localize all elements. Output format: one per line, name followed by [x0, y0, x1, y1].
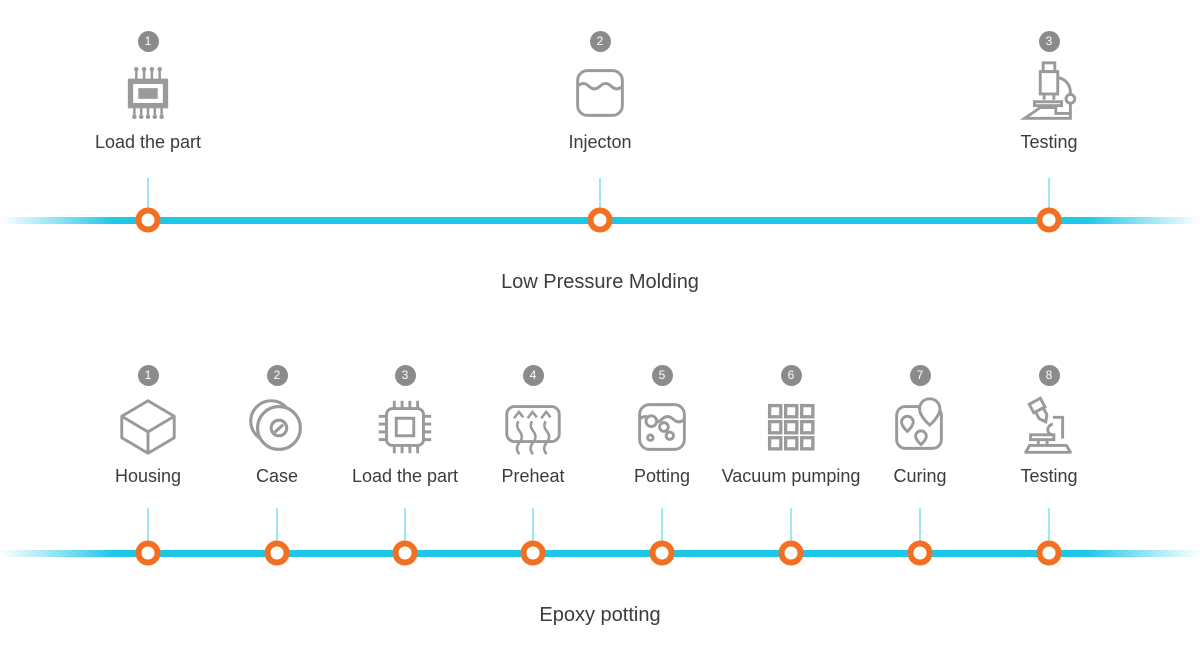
step-number-badge: 5 [651, 365, 673, 386]
step-load-the-part: 1 Load the part [43, 31, 253, 153]
step-label: Case [255, 466, 299, 486]
step-number-badge: 2 [589, 31, 611, 52]
step-number-badge: 2 [266, 365, 288, 386]
timeline-marker [520, 540, 546, 566]
step-label: Vacuum pumping [721, 466, 861, 486]
step-number-badge: 7 [909, 365, 931, 386]
step-number-badge: 3 [394, 365, 416, 386]
step-potting: 5 Potting [557, 365, 767, 487]
connector-line [404, 508, 406, 546]
step-label: Preheat [501, 466, 565, 486]
grid-squares-icon [755, 391, 827, 463]
connector-line [147, 178, 149, 212]
timeline-marker [649, 540, 675, 566]
step-number-badge: 1 [137, 365, 159, 386]
step-label: Testing [1020, 466, 1078, 486]
step-vacuum-pumping: 6 Vacuum pumping [686, 365, 896, 487]
step-number-badge: 1 [137, 31, 159, 52]
potting-bubbles-icon [626, 391, 698, 463]
step-label: Potting [633, 466, 691, 486]
timeline-2 [0, 550, 1200, 557]
connector-line [919, 508, 921, 546]
connector-line [147, 508, 149, 546]
timeline-marker [907, 540, 933, 566]
chip-outline-icon [369, 391, 441, 463]
disc-icon [241, 391, 313, 463]
connector-line [790, 508, 792, 546]
connector-line [661, 508, 663, 546]
step-number-badge: 3 [1038, 31, 1060, 52]
step-housing: 1 Housing [43, 365, 253, 487]
step-injecton: 2 Injecton [495, 31, 705, 153]
step-preheat: 4 Preheat [428, 365, 638, 487]
connector-line [599, 178, 601, 212]
step-label: Load the part [351, 466, 459, 486]
step-curing: 7 Curing [815, 365, 1025, 487]
step-testing-1: 3 Testing [944, 31, 1154, 153]
connector-line [1048, 508, 1050, 546]
timeline-marker [587, 207, 613, 233]
map-pins-icon [884, 391, 956, 463]
microscope-icon [1013, 57, 1085, 129]
step-label: Injecton [568, 132, 632, 152]
connector-line [1048, 178, 1050, 212]
timeline-marker [778, 540, 804, 566]
step-label: Load the part [94, 132, 202, 152]
step-number-badge: 6 [780, 365, 802, 386]
liquid-container-icon [564, 57, 636, 129]
step-testing-2: 8 Testing [944, 365, 1154, 487]
step-label: Housing [114, 466, 182, 486]
chip-filled-icon [112, 57, 184, 129]
microscope-tilted-icon [1013, 391, 1085, 463]
connector-line [276, 508, 278, 546]
timeline-marker [135, 207, 161, 233]
connector-line [532, 508, 534, 546]
timeline-marker [1036, 540, 1062, 566]
step-label: Curing [893, 466, 947, 486]
timeline-marker [264, 540, 290, 566]
timeline-marker [392, 540, 418, 566]
step-case: 2 Case [172, 365, 382, 487]
step-number-badge: 8 [1038, 365, 1060, 386]
section-title-low-pressure-molding: Low Pressure Molding [501, 271, 699, 293]
step-load-the-part-2: 3 Load the part [300, 365, 510, 487]
timeline-marker [135, 540, 161, 566]
step-number-badge: 4 [522, 365, 544, 386]
step-label: Testing [1020, 132, 1078, 152]
heat-arrows-icon [497, 391, 569, 463]
cube-icon [112, 391, 184, 463]
timeline-marker [1036, 207, 1062, 233]
section-title-epoxy-potting: Epoxy potting [539, 604, 661, 626]
